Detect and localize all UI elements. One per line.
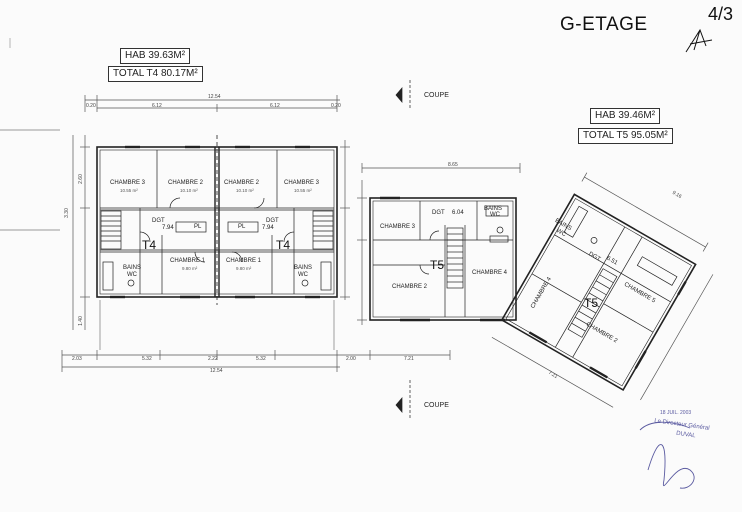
room-label: CHAMBRE 2 bbox=[392, 284, 428, 290]
room-label: CHAMBRE 3 bbox=[284, 180, 320, 186]
room-area: 7.94 bbox=[262, 225, 274, 231]
t4-hab-box: HAB 39.63M² bbox=[120, 48, 191, 64]
t5-rotated-block bbox=[491, 172, 714, 408]
unit-type-tag: T5 bbox=[584, 296, 599, 310]
room-label: CHAMBRE 3 bbox=[380, 224, 416, 230]
section-mark-bottom: COUPE bbox=[424, 402, 449, 409]
t4-total-box: TOTAL T4 80.17M² bbox=[108, 66, 203, 82]
room-label: DGT bbox=[152, 218, 165, 224]
room-label: CHAMBRE 2 bbox=[168, 180, 204, 186]
room-label: PL bbox=[238, 224, 246, 230]
room-label: CHAMBRE 1 bbox=[226, 258, 262, 264]
room-label: BAINS bbox=[294, 265, 313, 271]
room-label: WC bbox=[490, 212, 500, 218]
room-area: 9.80 m² bbox=[236, 266, 252, 271]
dimension-label: 3.30 bbox=[63, 208, 70, 218]
room-area: 10.55 m² bbox=[294, 188, 312, 193]
unit-type-tag: T4 bbox=[276, 238, 291, 252]
dimension-label: 12.54 bbox=[210, 368, 223, 374]
sheet-title: G-ETAGE bbox=[560, 14, 648, 35]
dimension-label: 6.12 bbox=[152, 103, 162, 109]
room-area: 7.94 bbox=[162, 225, 174, 231]
room-label: DGT bbox=[432, 210, 445, 216]
t5-total-box: TOTAL T5 95.05M² bbox=[578, 128, 673, 144]
room-label: CHAMBRE 1 bbox=[170, 258, 206, 264]
dimension-label: 2.22 bbox=[208, 356, 218, 362]
dimension-label: 2.60 bbox=[77, 174, 84, 184]
page-number: 4/3 bbox=[708, 4, 734, 24]
room-area: 6.04 bbox=[452, 210, 464, 216]
stamp-signature-icon bbox=[639, 421, 695, 489]
unit-type-tag: T5 bbox=[430, 258, 445, 272]
room-label: WC bbox=[127, 272, 137, 278]
t5-mid-outline bbox=[369, 197, 517, 321]
dimension-label: 6.12 bbox=[270, 103, 280, 109]
section-mark-top: COUPE bbox=[424, 92, 449, 99]
dimension-label: 12.54 bbox=[208, 94, 221, 100]
room-label: CHAMBRE 4 bbox=[472, 270, 508, 276]
t5-hab-box: HAB 39.46M² bbox=[590, 108, 661, 124]
dimension-label: 0.20 bbox=[331, 103, 341, 109]
room-label: PL bbox=[194, 224, 202, 230]
room-label: DGT bbox=[266, 218, 279, 224]
dimension-label: 5.32 bbox=[142, 356, 152, 362]
dimension-label: 2.03 bbox=[72, 356, 82, 362]
room-area: 10.10 m² bbox=[180, 188, 198, 193]
unit-type-tag: T4 bbox=[142, 238, 157, 252]
dimension-label: 5.32 bbox=[256, 356, 266, 362]
room-area: 10.55 m² bbox=[120, 188, 138, 193]
dimension-label: 2.00 bbox=[346, 356, 356, 362]
stamp-date: 18 JUIL. 2003 bbox=[660, 410, 692, 416]
dimension-label: 1.40 bbox=[77, 316, 84, 326]
room-area: 9.80 m² bbox=[182, 266, 198, 271]
dimension-label: 7.21 bbox=[404, 356, 414, 362]
room-label: CHAMBRE 2 bbox=[224, 180, 260, 186]
room-label: CHAMBRE 3 bbox=[110, 180, 146, 186]
room-area: 10.10 m² bbox=[236, 188, 254, 193]
room-label: WC bbox=[298, 272, 308, 278]
room-label: BAINS bbox=[123, 265, 142, 271]
dimension-label: 8.65 bbox=[448, 162, 458, 168]
room-label: BAINS bbox=[484, 206, 503, 212]
dimension-label: 0.20 bbox=[86, 103, 96, 109]
